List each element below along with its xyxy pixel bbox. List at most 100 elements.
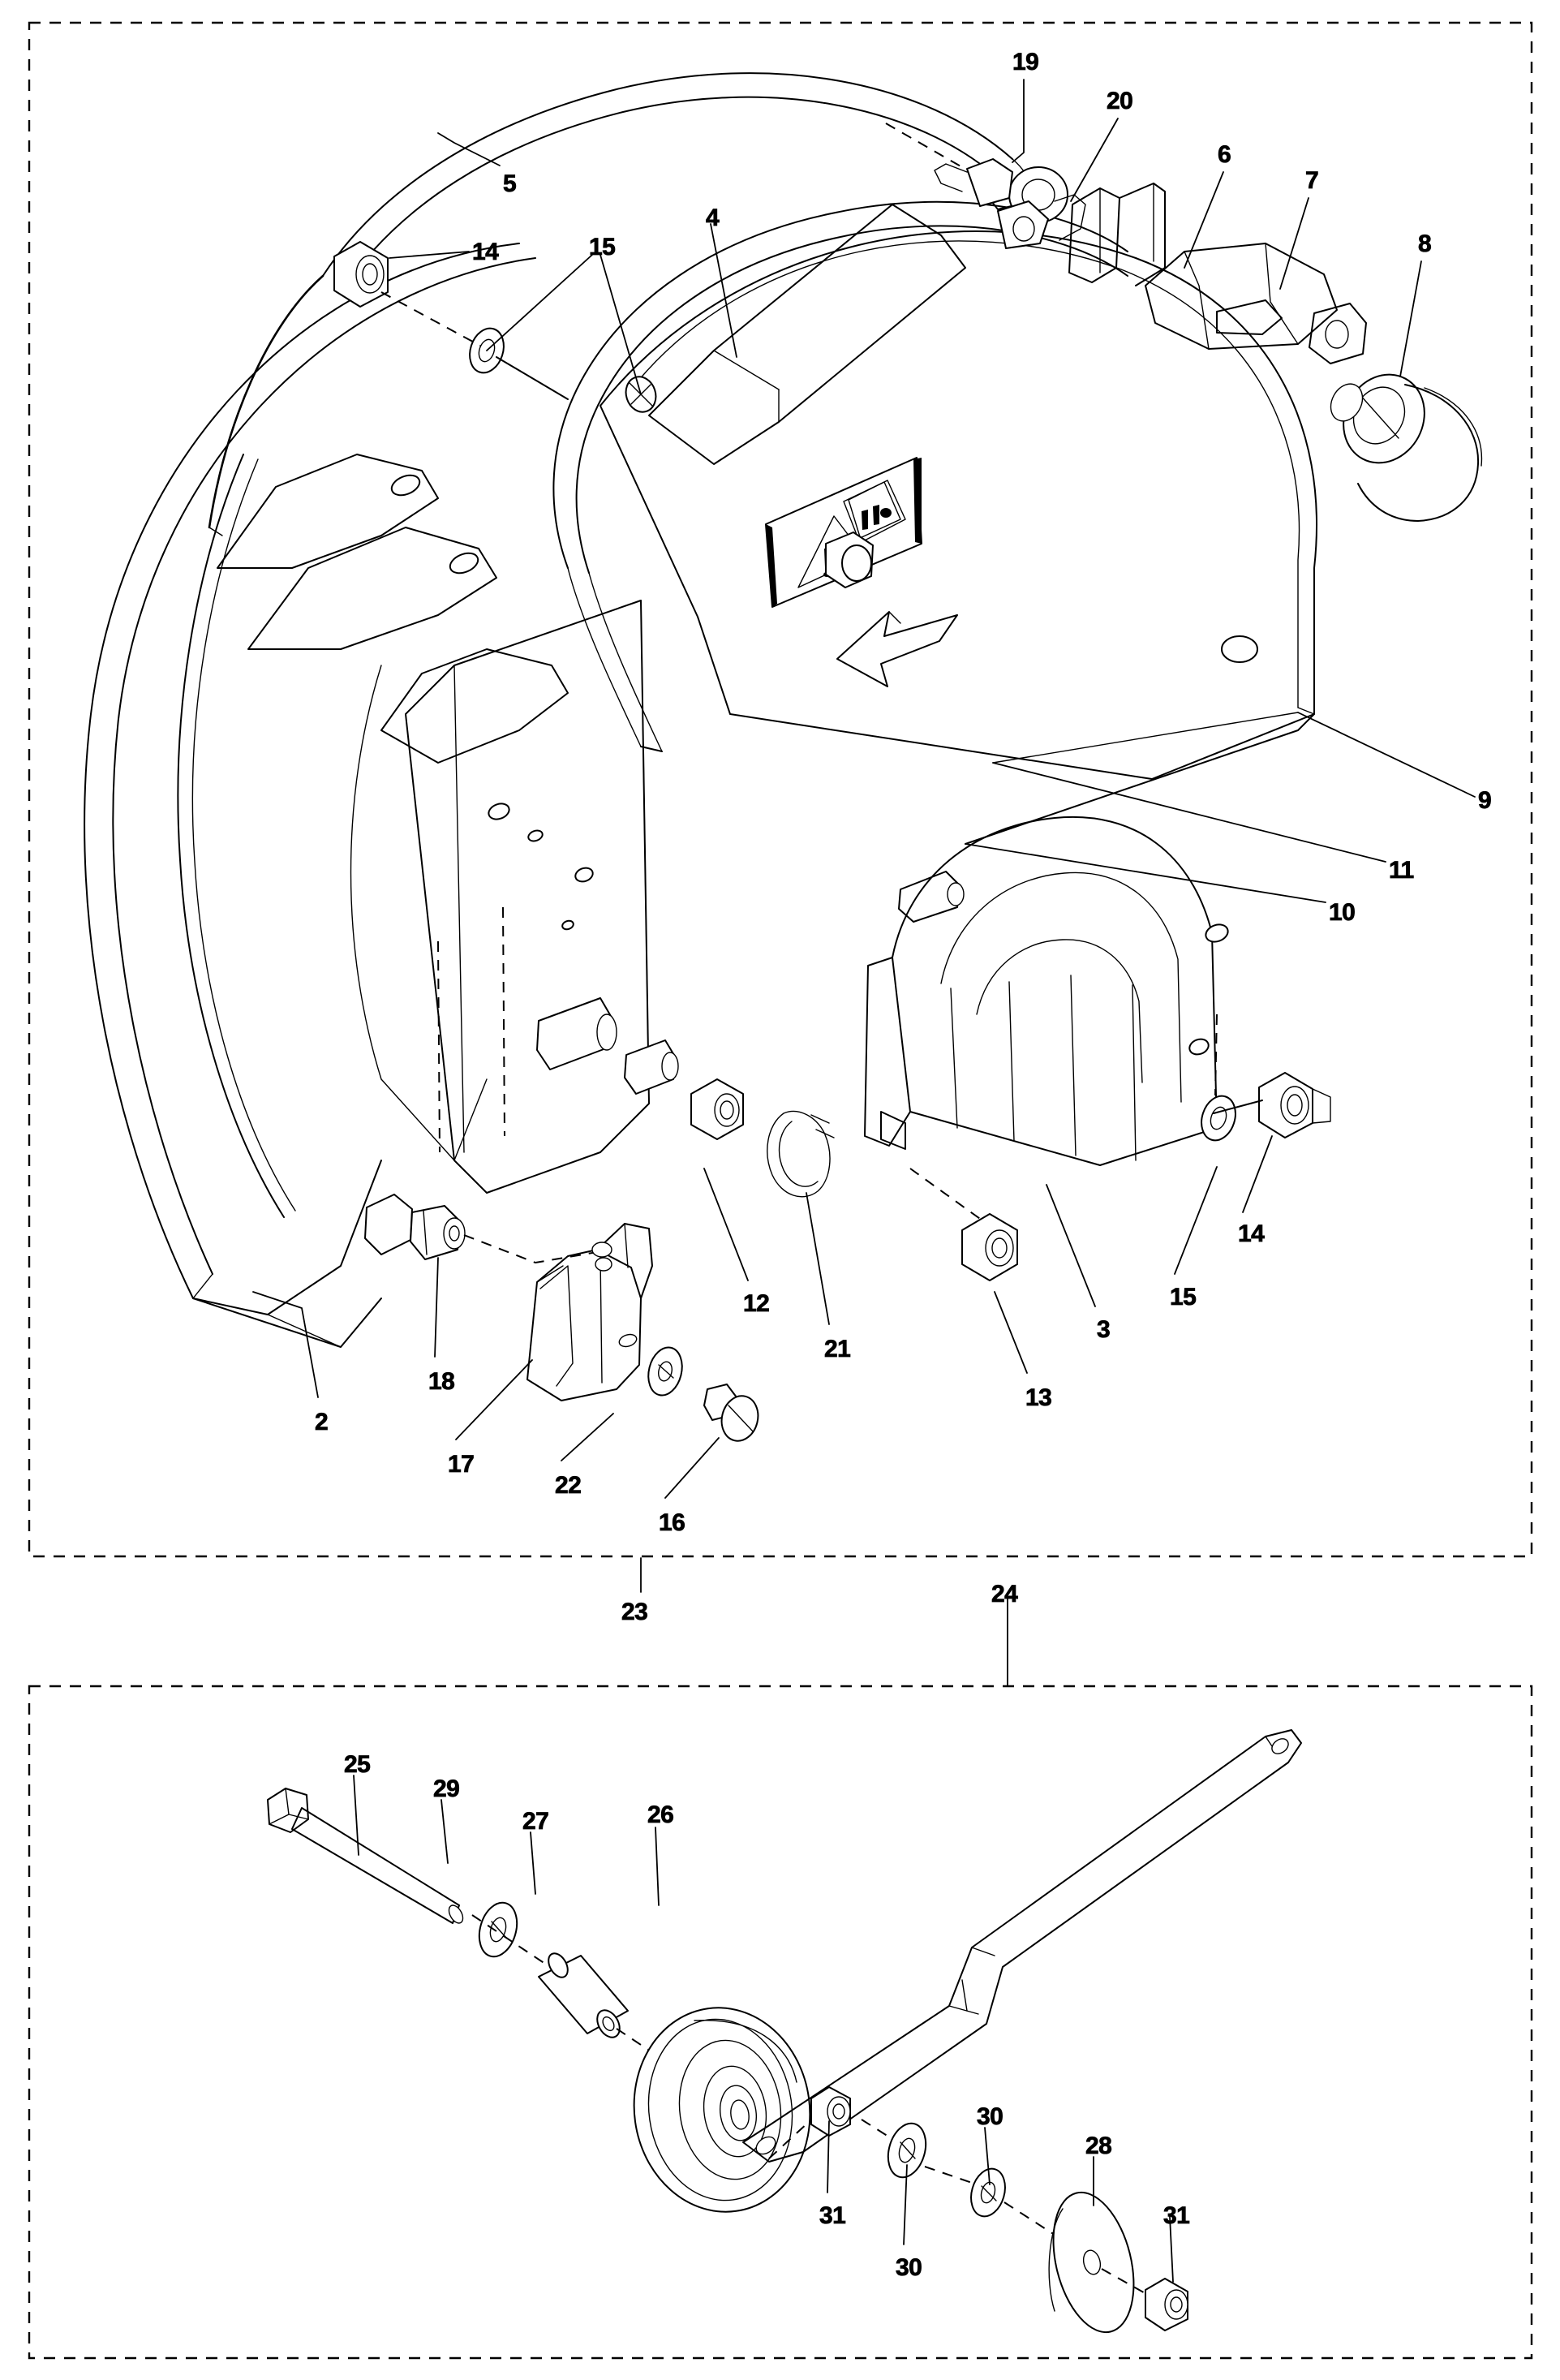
depth-bracket-17 [526, 1223, 653, 1401]
leader-line-17 [455, 1359, 533, 1440]
leader-line-31a [827, 2120, 830, 2193]
callout-31b: 31 [1163, 2202, 1191, 2229]
callout-30a: 30 [977, 2103, 1004, 2130]
callout-7: 7 [1305, 167, 1320, 194]
leader-line-19 [1012, 79, 1025, 163]
leader-line-4 [710, 223, 737, 358]
callout-17: 17 [448, 1451, 475, 1478]
assembly-axis-bracket [463, 1234, 603, 1264]
callout-15b: 15 [1170, 1284, 1197, 1311]
spacer-27 [538, 1952, 629, 2038]
bolt-25 [267, 1788, 464, 1924]
leader-line-8 [1399, 260, 1422, 377]
callout-28: 28 [1085, 2133, 1113, 2159]
top-strap-plate [648, 204, 966, 465]
nut-14a [333, 241, 389, 308]
clamp-bracket [1068, 183, 1166, 286]
washer-22 [647, 1346, 683, 1397]
quick-coupler [1330, 373, 1483, 522]
washer-15b [1201, 1095, 1236, 1142]
hose-fitting-assembly [885, 123, 1086, 249]
nut-31a [810, 2086, 851, 2137]
callout-21: 21 [824, 1336, 852, 1362]
axle-rod-right [1213, 1100, 1263, 1114]
washer-15a [469, 327, 505, 374]
leader-line-30a [984, 2127, 991, 2185]
leader-line-13 [994, 1291, 1028, 1374]
leader-line-27 [530, 1831, 536, 1895]
washer-29 [478, 1901, 518, 1958]
assembly-axis-cover [909, 1168, 992, 1228]
callout-2: 2 [315, 1409, 329, 1435]
leader-line-15b [1174, 1166, 1218, 1275]
mounting-arm-lower [380, 648, 569, 764]
leader-line-14b [1242, 1135, 1273, 1213]
callout-16: 16 [659, 1509, 686, 1536]
callout-3: 3 [1097, 1316, 1111, 1343]
nut-14b [1258, 1072, 1331, 1138]
callout-25: 25 [344, 1751, 372, 1778]
wheel-26 [633, 2007, 811, 2213]
callout-9: 9 [1478, 787, 1493, 814]
blade-guard-main-body [84, 243, 536, 1348]
callout-29: 29 [433, 1775, 461, 1802]
support-arm [742, 1729, 1302, 2163]
callout-27: 27 [522, 1808, 550, 1835]
leader-line-5 [437, 132, 501, 166]
nut-31b [1145, 2278, 1188, 2331]
adapter-18 [364, 1194, 466, 1260]
group-box-upper [28, 21, 1533, 1558]
leader-line-22 [561, 1413, 614, 1461]
warning-decal [765, 457, 958, 687]
mounting-arm-middle [247, 527, 497, 650]
blade-guard-inner-shell [177, 454, 488, 1218]
callout-26: 26 [647, 1801, 675, 1828]
callout-19: 19 [1012, 49, 1040, 75]
screw-head-upper [625, 376, 657, 413]
nut-12 [690, 1078, 744, 1140]
callout-10: 10 [1329, 899, 1356, 926]
callout-4: 4 [706, 204, 720, 231]
callout-11: 11 [1389, 857, 1415, 884]
callout-6: 6 [1218, 141, 1232, 168]
leader-line-11 [992, 762, 1386, 863]
blade-cover-plate [864, 816, 1229, 1166]
leader-line-6 [1184, 171, 1224, 269]
callout-20: 20 [1107, 88, 1134, 114]
water-hose [208, 72, 1029, 536]
carrier-plate [405, 600, 650, 1194]
assembly-axis-lower-bolt [768, 2102, 830, 2159]
leader-line-14a [389, 251, 470, 259]
leader-line-7 [1279, 197, 1309, 290]
guard-sector-plate [600, 230, 1317, 845]
washer-30b [887, 2122, 927, 2179]
water-hose-lower [552, 200, 1128, 752]
nut-13 [961, 1213, 1018, 1281]
leader-line-16 [664, 1437, 720, 1499]
callout-12: 12 [743, 1290, 771, 1317]
leader-line-20 [1070, 118, 1119, 202]
callout-5: 5 [503, 170, 518, 197]
leader-line-15a [486, 254, 593, 351]
callout-13: 13 [1025, 1384, 1053, 1411]
callout-15a: 15 [589, 234, 617, 260]
callout-8: 8 [1418, 230, 1433, 257]
callout-14b: 14 [1238, 1220, 1266, 1247]
group-box-lower [28, 1685, 1533, 2360]
screw-16 [703, 1384, 759, 1442]
leader-line-18 [434, 1257, 439, 1358]
assembly-axis-wheel [471, 1914, 676, 2068]
leader-line-15a [600, 254, 642, 395]
callout-18: 18 [428, 1368, 456, 1395]
callout-31a: 31 [819, 2202, 847, 2229]
guide-pin [898, 871, 965, 923]
leader-line-30b [903, 2164, 908, 2245]
callout-22: 22 [555, 1472, 582, 1499]
leader-line-21 [806, 1192, 830, 1325]
leader-line-29 [440, 1799, 449, 1864]
retaining-ring-21 [767, 1110, 835, 1198]
mounting-arm-upper [217, 454, 439, 569]
